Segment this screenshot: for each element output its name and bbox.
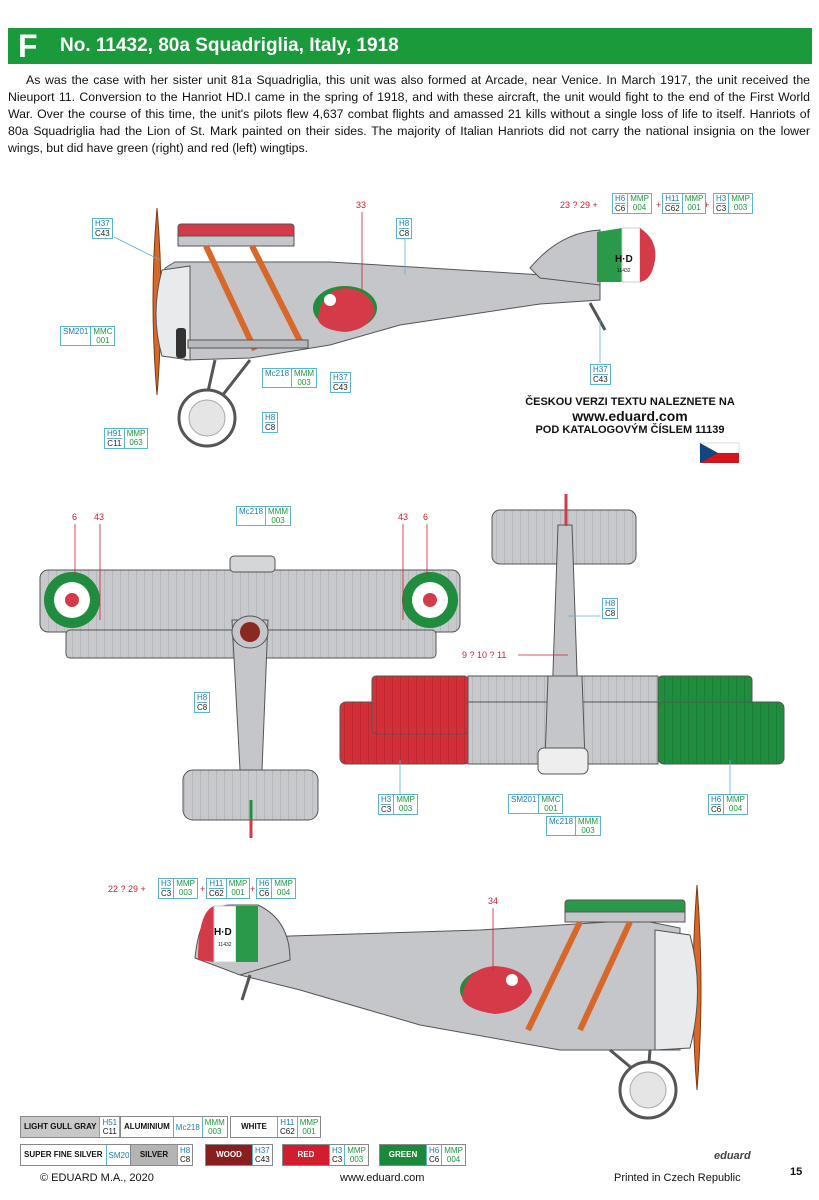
- side-serial-text: 11432: [617, 268, 631, 274]
- ref-22-29: 22 ? 29 +: [108, 884, 146, 894]
- footer-copyright: © EDUARD M.A., 2020: [40, 1172, 154, 1184]
- czech-flag-icon: [699, 442, 740, 463]
- intro-text: As was the case with her sister unit 81a…: [8, 73, 810, 155]
- lion-emblem-icon: [460, 966, 532, 1014]
- eduard-logo: eduard: [714, 1150, 751, 1162]
- swatch-name: WHITE: [231, 1117, 277, 1137]
- ref-43-right: 43: [398, 512, 409, 522]
- ref-43-left: 43: [94, 512, 105, 522]
- side2-code-text: H·D: [214, 927, 232, 938]
- plus-sign: +: [200, 884, 206, 894]
- ref-34: 34: [488, 896, 499, 906]
- leader-lines: [74, 212, 568, 970]
- page-header: F No. 11432, 80a Squadriglia, Italy, 191…: [8, 28, 812, 64]
- ref-6-right: 6: [423, 512, 429, 522]
- page-title: No. 11432, 80a Squadriglia, Italy, 1918: [60, 35, 399, 56]
- swatch-name: SILVER: [131, 1145, 177, 1165]
- side-view-right: H·D 11432: [194, 884, 702, 1120]
- swatch-name: LIGHT GULL GRAY: [21, 1117, 100, 1137]
- czech-note-line3: POD KATALOGOVÝM ČÍSLEM 11139: [535, 424, 725, 436]
- callout-lines: [113, 236, 731, 800]
- plus-sign: +: [250, 884, 256, 894]
- plus-sign: +: [704, 200, 710, 210]
- swatch-name: SUPER FINE SILVER: [21, 1145, 106, 1165]
- czech-version-note: ČESKOU VERZI TEXTU NALEZNETE NA www.edua…: [500, 395, 760, 437]
- czech-note-line1: ČESKOU VERZI TEXTU NALEZNETE NA: [525, 396, 735, 408]
- lion-emblem-icon: [313, 286, 377, 332]
- side2-serial-text: 11432: [218, 942, 232, 948]
- swatch-name: GREEN: [380, 1145, 426, 1165]
- czech-note-url[interactable]: www.eduard.com: [572, 408, 688, 424]
- side-view-left: H·D 11432: [152, 207, 656, 448]
- upper-surface-view: [39, 555, 461, 838]
- ref-9-10-11: 9 ? 10 ? 11: [462, 650, 507, 660]
- profile-letter: F: [18, 28, 38, 64]
- footer-printed: Printed in Czech Republic: [614, 1172, 741, 1184]
- page-number: 15: [790, 1166, 803, 1178]
- swatch-name: WOOD: [206, 1145, 252, 1165]
- ref-33: 33: [356, 200, 367, 210]
- swatch-name: RED: [283, 1145, 329, 1165]
- swatch-name: ALUMINIUM: [121, 1117, 173, 1137]
- ref-6-left: 6: [72, 512, 78, 522]
- ref-23-29: 23 ? 29 +: [560, 200, 598, 210]
- plus-sign: +: [656, 200, 662, 210]
- side-code-text: H·D: [615, 254, 633, 265]
- footer-url[interactable]: www.eduard.com: [340, 1172, 425, 1184]
- lower-surface-view: [339, 494, 785, 775]
